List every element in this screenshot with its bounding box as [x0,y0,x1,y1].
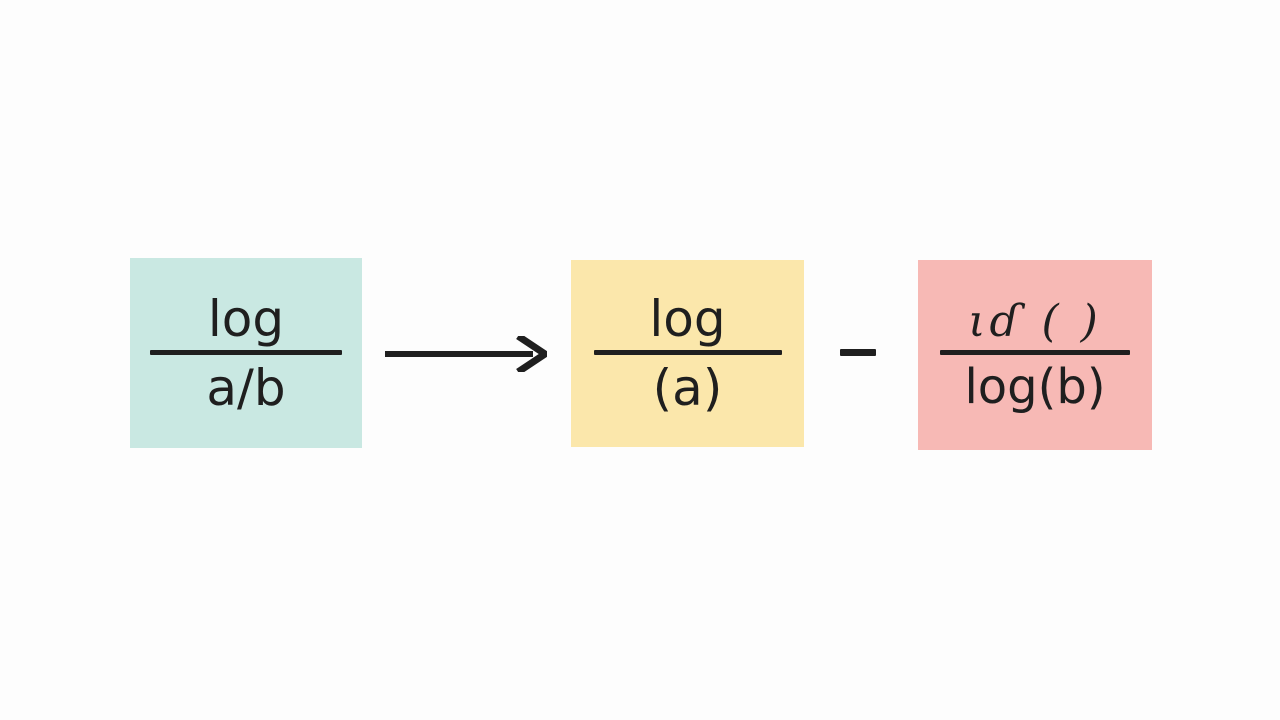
fraction-denominator: a/b [206,358,286,417]
formula-card-teal[interactable]: log a/b [130,258,362,448]
arrow-right-icon [385,333,552,375]
fraction-bar [940,349,1130,355]
fraction-denominator: (a) [652,359,723,417]
fraction-numerator: log [649,290,726,348]
fraction-denominator: log(b) [964,358,1106,415]
fraction-bar [593,350,782,355]
formula-card-yellow[interactable]: log (a) [571,260,804,447]
formula-card-pink[interactable]: ιɗ ( ) log(b) [918,260,1152,450]
fraction-numerator: log [207,289,285,348]
fraction-bar [150,349,342,355]
minus-sign-icon [840,349,876,356]
fraction-numerator: ιɗ ( ) [968,295,1102,347]
